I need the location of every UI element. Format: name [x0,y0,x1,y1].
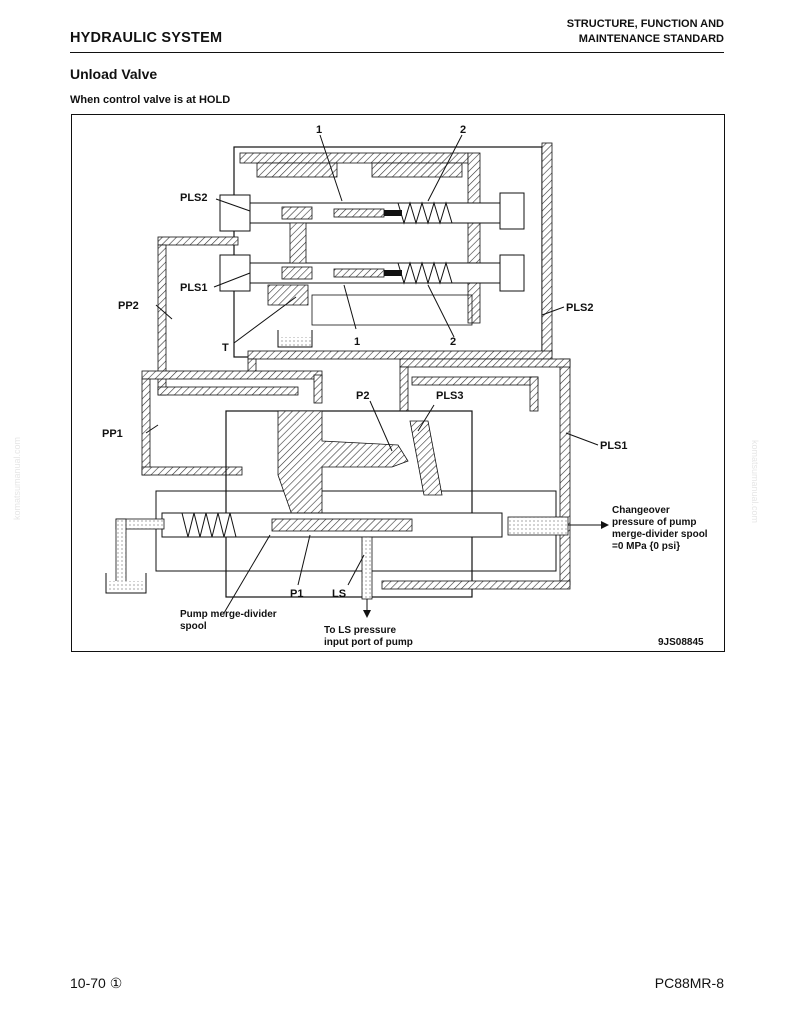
label-pls3: PLS3 [436,390,464,402]
chapter-header: STRUCTURE, FUNCTION AND MAINTENANCE STAN… [567,17,724,47]
page-number: 10-70 ① [70,975,123,991]
diagram-labels: 1 2 PLS2 PLS1 PP2 T 1 2 PLS2 P2 PLS3 PP1… [102,124,708,648]
label-spool-1: Pump merge-divider [180,609,277,620]
label-changeover-4: =0 MPa {0 psi} [612,541,680,552]
label-pls1-right: PLS1 [600,440,628,452]
watermark-right: komatsumanual.com [750,440,760,524]
label-to-ls-1: To LS pressure [324,625,396,636]
label-pp2: PP2 [118,300,139,312]
label-changeover-1: Changeover [612,505,670,516]
header-rule [70,52,724,53]
chapter-header-line1: STRUCTURE, FUNCTION AND [566,18,724,30]
label-1-top: 1 [316,124,322,136]
page-title: Unload Valve [70,66,158,82]
label-p1: P1 [290,588,303,600]
label-changeover-2: pressure of pump [612,517,696,528]
label-pls2-right: PLS2 [566,302,594,314]
label-p2: P2 [356,390,369,402]
label-t: T [222,342,229,354]
model-name: PC88MR-8 [654,975,724,991]
label-to-ls-2: input port of pump [324,637,413,648]
lower-valve-block [105,410,571,600]
page-subtitle: When control valve is at HOLD [70,94,231,106]
label-2-top: 2 [460,124,466,136]
diagram-drawing: 1 2 PLS2 PLS1 PP2 T 1 2 PLS2 P2 PLS3 PP1… [102,124,708,648]
label-2-bottom: 2 [450,336,456,348]
label-pls2-left: PLS2 [180,192,208,204]
hydraulic-diagram: 1 2 PLS2 PLS1 PP2 T 1 2 PLS2 P2 PLS3 PP1… [71,114,725,652]
label-spool-2: spool [180,621,207,632]
leader-lines [145,134,609,618]
label-changeover-3: merge-divider spool [612,529,708,540]
label-pp1: PP1 [102,428,123,440]
watermark-left: komatsumanual.com [12,436,22,520]
label-1-bottom: 1 [354,336,360,348]
label-pls1-left: PLS1 [180,282,208,294]
upper-valve-block [219,146,543,358]
figure-id: 9JS08845 [658,637,704,648]
pilot-lines [141,142,571,586]
label-ls: LS [332,588,346,600]
chapter-header-line2: MAINTENANCE STANDARD [578,33,724,45]
section-header: HYDRAULIC SYSTEM [70,30,223,46]
